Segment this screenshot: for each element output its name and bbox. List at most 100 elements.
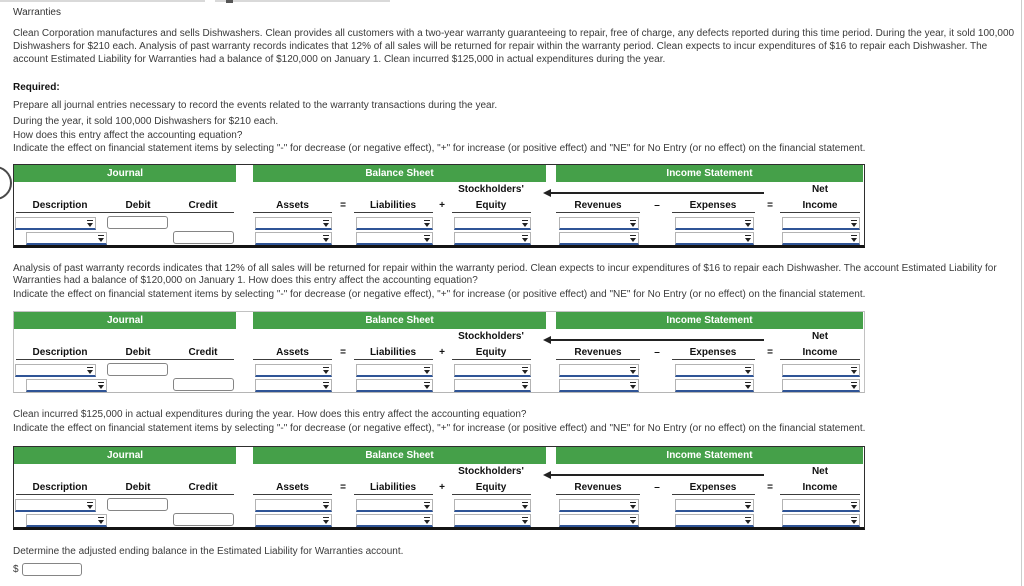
revenues-column-label: Revenues	[574, 347, 622, 358]
dropdown-arrow-icon	[630, 367, 636, 374]
equity-effect-select-row1[interactable]	[454, 499, 531, 512]
credit-input[interactable]	[173, 513, 234, 526]
expenses-effect-select-row1[interactable]	[675, 217, 754, 230]
liabilities-effect-select-row1[interactable]	[356, 364, 433, 377]
liabilities-effect-select-row2[interactable]	[356, 232, 433, 245]
net-income-effect-select-row1[interactable]	[782, 499, 860, 512]
credit-input[interactable]	[173, 378, 234, 391]
equity-effect-select-row2[interactable]	[454, 232, 531, 245]
description-column-label: Description	[32, 482, 88, 493]
net-income-effect-select-row1[interactable]	[782, 217, 860, 230]
dropdown-arrow-icon	[745, 220, 751, 227]
revenues-effect-select-row1[interactable]	[559, 364, 639, 377]
revenues-column-label: Revenues	[574, 200, 622, 211]
dropdown-arrow-icon	[323, 502, 329, 509]
assets-effect-select-row1[interactable]	[255, 217, 332, 230]
description-select-row1[interactable]	[15, 364, 96, 377]
net-income-effect-select-row1[interactable]	[782, 364, 860, 377]
dropdown-arrow-icon	[630, 502, 636, 509]
minus-sign: –	[654, 347, 660, 358]
revenues-effect-select-row2[interactable]	[559, 514, 639, 527]
browser-tab-mark	[226, 0, 233, 3]
balance-sheet-header: Balance Sheet	[253, 447, 546, 464]
debit-input[interactable]	[107, 216, 168, 229]
dropdown-arrow-icon	[745, 502, 751, 509]
dropdown-arrow-icon	[323, 235, 329, 242]
description-select-row2[interactable]	[26, 514, 107, 527]
column-underline	[452, 494, 531, 495]
dropdown-arrow-icon	[851, 502, 857, 509]
dropdown-arrow-icon	[851, 367, 857, 374]
assets-effect-select-row1[interactable]	[255, 499, 332, 512]
transaction-1-effect-instruction: Indicate the effect on financial stateme…	[13, 143, 866, 154]
currency-symbol: $	[13, 564, 19, 575]
browser-tab-remnant	[0, 0, 205, 2]
assets-effect-select-row2[interactable]	[255, 379, 332, 392]
equity-column-label: Equity	[475, 482, 507, 493]
journal-header: Journal	[14, 312, 236, 329]
expenses-effect-select-row2[interactable]	[675, 232, 754, 245]
plus-sign: +	[439, 482, 445, 493]
equals-sign: =	[340, 200, 346, 211]
equity-effect-select-row1[interactable]	[454, 364, 531, 377]
expenses-effect-select-row2[interactable]	[675, 379, 754, 392]
column-underline	[452, 212, 531, 213]
net-income-effect-select-row2[interactable]	[782, 379, 860, 392]
ending-balance-input[interactable]	[21, 563, 82, 576]
liabilities-effect-select-row1[interactable]	[356, 217, 433, 230]
net-income-effect-select-row2[interactable]	[782, 514, 860, 527]
equity-effect-select-row2[interactable]	[454, 379, 531, 392]
income-statement-header: Income Statement	[556, 165, 863, 182]
dropdown-arrow-icon	[745, 382, 751, 389]
liabilities-column-label: Liabilities	[369, 347, 417, 358]
assets-effect-select-row1[interactable]	[255, 364, 332, 377]
dropdown-arrow-icon	[630, 235, 636, 242]
assets-effect-select-row2[interactable]	[255, 232, 332, 245]
column-underline	[780, 359, 860, 360]
expenses-effect-select-row1[interactable]	[675, 364, 754, 377]
stockholders-label: Stockholders'	[458, 331, 524, 342]
net-income-effect-select-row2[interactable]	[782, 232, 860, 245]
left-arrow-icon	[543, 336, 765, 344]
assets-effect-select-row2[interactable]	[255, 514, 332, 527]
debit-input[interactable]	[107, 363, 168, 376]
liabilities-effect-select-row2[interactable]	[356, 379, 433, 392]
description-select-row1[interactable]	[15, 217, 96, 230]
dropdown-arrow-icon	[522, 235, 528, 242]
dropdown-arrow-icon	[745, 517, 751, 524]
revenues-effect-select-row1[interactable]	[559, 499, 639, 512]
debit-input[interactable]	[107, 498, 168, 511]
equity-effect-select-row2[interactable]	[454, 514, 531, 527]
assets-column-label: Assets	[276, 482, 309, 493]
credit-input[interactable]	[173, 231, 234, 244]
revenues-effect-select-row2[interactable]	[559, 379, 639, 392]
liabilities-effect-select-row2[interactable]	[356, 514, 433, 527]
revenues-effect-select-row1[interactable]	[559, 217, 639, 230]
description-select-row2[interactable]	[26, 379, 107, 392]
equity-effect-select-row1[interactable]	[454, 217, 531, 230]
revenues-effect-select-row2[interactable]	[559, 232, 639, 245]
income-statement-header: Income Statement	[556, 447, 863, 464]
liabilities-effect-select-row1[interactable]	[356, 499, 433, 512]
net-income-column-label: Income	[802, 482, 838, 493]
browser-tab-remnant	[215, 0, 390, 2]
transaction-3-effect-instruction: Indicate the effect on financial stateme…	[13, 423, 866, 434]
debit-column-label: Debit	[125, 347, 151, 358]
dropdown-arrow-icon	[851, 235, 857, 242]
stockholders-label: Stockholders'	[458, 466, 524, 477]
expenses-effect-select-row1[interactable]	[675, 499, 754, 512]
dropdown-arrow-icon	[87, 220, 93, 227]
net-income-column-label: Income	[802, 200, 838, 211]
minus-sign: –	[654, 200, 660, 211]
description-select-row2[interactable]	[26, 232, 107, 245]
column-underline	[780, 494, 860, 495]
equity-column-label: Equity	[475, 347, 507, 358]
expenses-effect-select-row2[interactable]	[675, 514, 754, 527]
journal-entry-table-3: Journal Balance Sheet Income Statement S…	[13, 446, 865, 530]
page-right-edge	[1021, 0, 1022, 586]
description-select-row1[interactable]	[15, 499, 96, 512]
ending-balance-prompt: Determine the adjusted ending balance in…	[13, 546, 404, 557]
liabilities-column-label: Liabilities	[369, 482, 417, 493]
column-underline	[556, 359, 640, 360]
